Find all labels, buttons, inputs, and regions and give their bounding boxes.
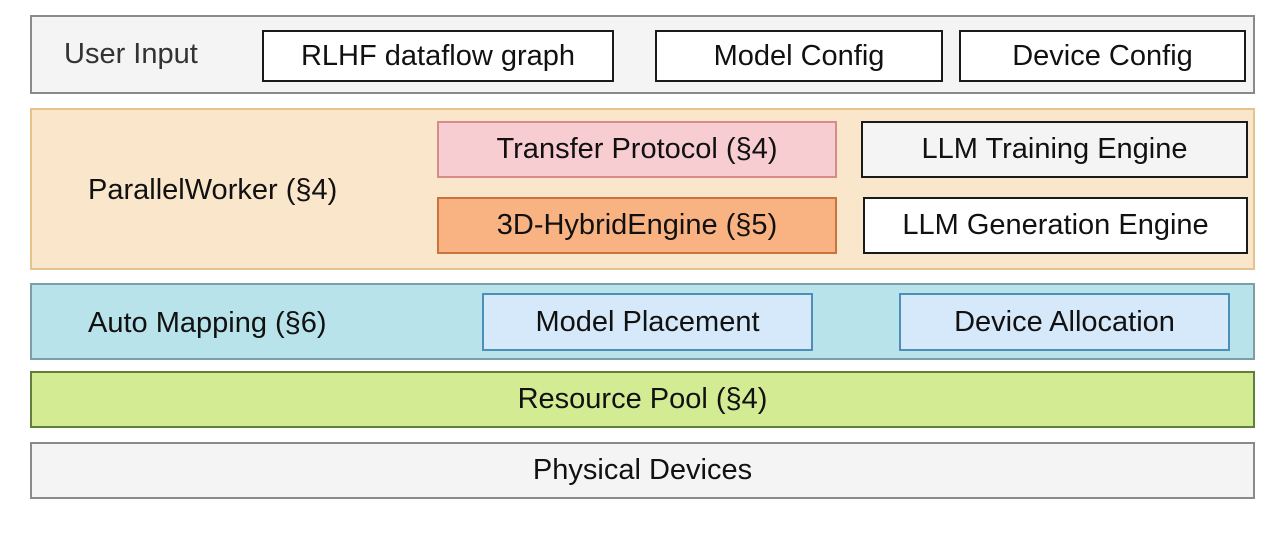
llm-training-engine-box: LLM Training Engine — [861, 121, 1248, 178]
auto-mapping-label: Auto Mapping (§6) — [88, 307, 327, 339]
llm-generation-engine-box: LLM Generation Engine — [863, 197, 1248, 254]
model-placement-box: Model Placement — [482, 293, 813, 351]
user-input-label: User Input — [64, 38, 198, 70]
physical-devices-layer: Physical Devices — [30, 442, 1255, 499]
rlhf-dataflow-graph-box: RLHF dataflow graph — [262, 30, 614, 82]
device-allocation-box: Device Allocation — [899, 293, 1230, 351]
parallel-worker-label: ParallelWorker (§4) — [88, 174, 338, 206]
transfer-protocol-box: Transfer Protocol (§4) — [437, 121, 837, 178]
resource-pool-layer: Resource Pool (§4) — [30, 371, 1255, 428]
hybrid-engine-box: 3D-HybridEngine (§5) — [437, 197, 837, 254]
model-config-box: Model Config — [655, 30, 943, 82]
device-config-box: Device Config — [959, 30, 1246, 82]
